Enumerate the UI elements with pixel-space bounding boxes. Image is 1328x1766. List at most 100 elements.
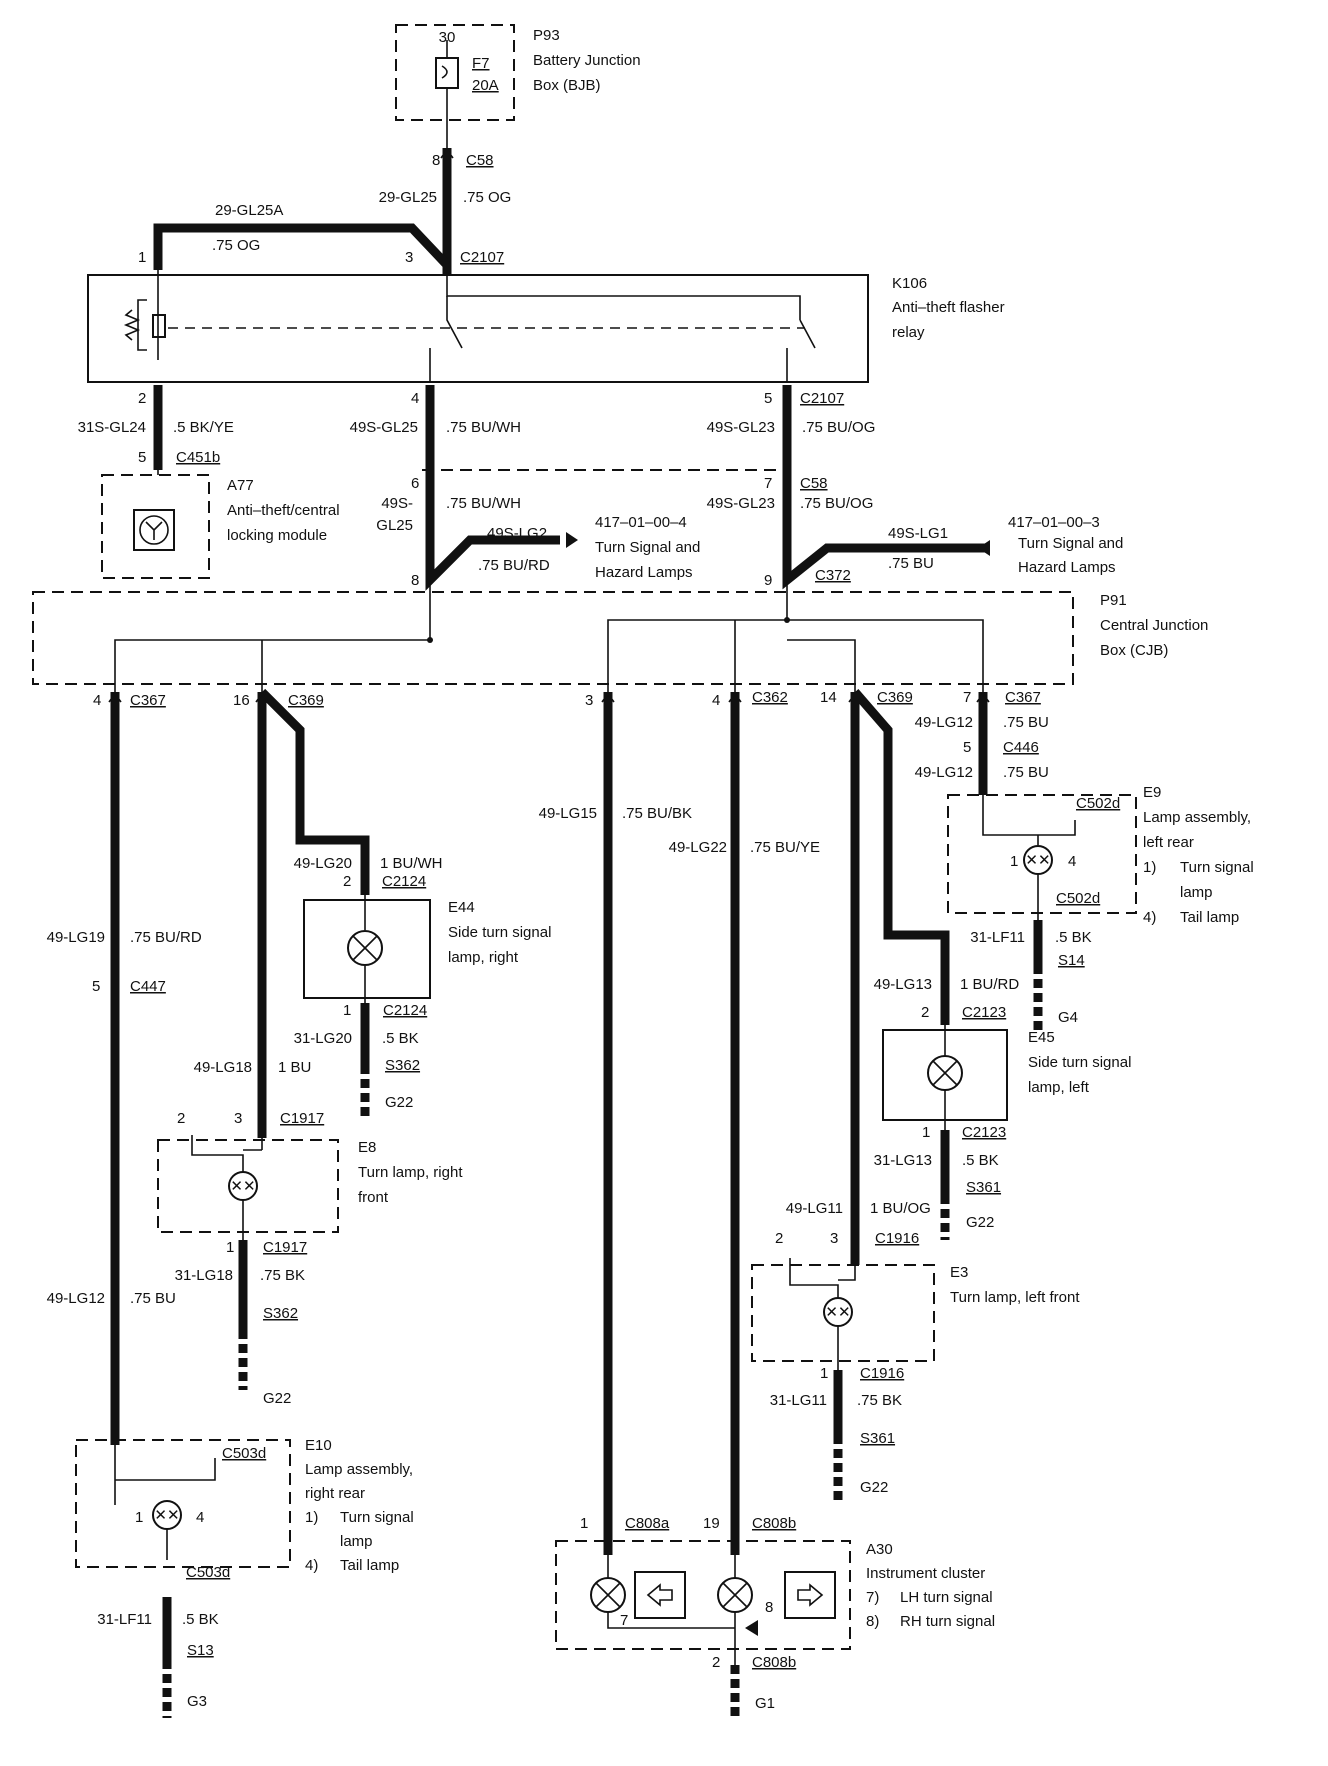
component-ref: E10 <box>305 1437 332 1454</box>
list-item: lamp <box>1180 884 1213 901</box>
component-ref: K106 <box>892 275 927 292</box>
e45-side-turn-lamp-left: E45 Side turn signal lamp, left <box>882 1025 1131 1130</box>
pin-label: 5 <box>963 739 971 756</box>
ground-label: G22 <box>385 1094 413 1111</box>
circuit-label: 49S-GL25 <box>350 419 418 436</box>
list-item: Tail lamp <box>340 1557 399 1574</box>
connector-label: C502d <box>1076 795 1120 812</box>
svg-text:✕✕: ✕✕ <box>825 1304 850 1321</box>
ground-label: G1 <box>755 1695 775 1712</box>
pin-label: 3 <box>585 692 593 709</box>
component-label: locking module <box>227 527 327 544</box>
circuit-label: GL25 <box>376 517 413 534</box>
component-ref: E45 <box>1028 1029 1055 1046</box>
connector-label: C372 <box>815 567 851 584</box>
ground-label: G22 <box>263 1390 291 1407</box>
component-ref: A77 <box>227 477 254 494</box>
circuit-label: 49-LG12 <box>915 714 973 731</box>
wire-49s-gl25 <box>425 385 560 591</box>
component-label: Turn lamp, right <box>358 1164 463 1181</box>
offpage-label: Turn Signal and <box>1018 535 1123 552</box>
list-item: LH turn signal <box>900 1589 993 1606</box>
e10-right-rear-lamp-assembly: ✕✕ C503d 1 4 C503d E10 Lamp assembly, ri… <box>75 1437 414 1581</box>
pin-label: 2 <box>712 1654 720 1671</box>
component-label: Side turn signal <box>1028 1054 1131 1071</box>
connector-label: C503d <box>222 1445 266 1462</box>
connector-label: C808b <box>752 1515 796 1532</box>
ground-label: G22 <box>966 1214 994 1231</box>
connector-label: C502d <box>1056 890 1100 907</box>
circuit-label: 49S-LG1 <box>888 525 948 542</box>
component-label: Box (BJB) <box>533 77 601 94</box>
list-number: 7) <box>866 1589 879 1606</box>
circuit-label: 49-LG12 <box>47 1290 105 1307</box>
connector-label: C1917 <box>280 1110 324 1127</box>
component-label: Side turn signal <box>448 924 551 941</box>
pin-label: 2 <box>177 1110 185 1127</box>
pin-label: 1 <box>1010 853 1018 870</box>
wire-size-label: .5 BK <box>1055 929 1092 946</box>
connector-label: C503d <box>186 1564 230 1581</box>
pin-label: 4 <box>411 390 419 407</box>
connector-label: C2107 <box>460 249 504 266</box>
wire-size-label: 1 BU/RD <box>960 976 1019 993</box>
pin-label: 7 <box>620 1612 628 1629</box>
e3-turn-lamp-left-front: ✕✕ E3 Turn lamp, left front <box>751 1258 1080 1370</box>
circuit-label: 49-LG19 <box>47 929 105 946</box>
circuit-label: 49-LG20 <box>294 855 352 872</box>
ground-label: G22 <box>860 1479 888 1496</box>
component-label: Anti–theft/central <box>227 502 340 519</box>
connector-label: C2124 <box>382 873 426 890</box>
circuit-label: 31S-GL24 <box>78 419 146 436</box>
offpage-ref: 417–01–00–4 <box>595 514 687 531</box>
component-label: Lamp assembly, <box>1143 809 1251 826</box>
component-ref: P93 <box>533 27 560 44</box>
pin-label: 3 <box>405 249 413 266</box>
splice-label: S13 <box>187 1642 214 1659</box>
wire-size-label: .5 BK/YE <box>173 419 234 436</box>
pin-label: 30 <box>439 29 456 46</box>
wire-49s-gl23 <box>782 385 985 590</box>
list-number: 4) <box>305 1557 318 1574</box>
component-label: front <box>358 1189 389 1206</box>
circuit-label: 31-LF11 <box>970 929 1025 946</box>
component-ref: E3 <box>950 1264 968 1281</box>
wire-49-lg20 <box>258 688 370 895</box>
ground-label: G4 <box>1058 1009 1078 1026</box>
component-label: lamp, right <box>448 949 519 966</box>
circuit-label: 31-LG11 <box>770 1392 827 1409</box>
splice-label: S361 <box>860 1430 895 1447</box>
e8-turn-lamp-right-front: ✕✕ E8 Turn lamp, right front <box>157 1135 463 1240</box>
wire-size-label: 1 BU <box>278 1059 311 1076</box>
wire-size-label: .75 BU/OG <box>802 419 875 436</box>
offpage-label: Hazard Lamps <box>1018 559 1116 576</box>
p91-central-junction-box: P91 Central Junction Box (CJB) <box>32 580 1208 692</box>
component-label: relay <box>892 324 925 341</box>
splice-label: S14 <box>1058 952 1085 969</box>
component-label: Instrument cluster <box>866 1565 985 1582</box>
connector-label: C2123 <box>962 1004 1006 1021</box>
component-ref: E44 <box>448 899 475 916</box>
circuit-label: 29-GL25A <box>215 202 283 219</box>
wire-size-label: .5 BK <box>182 1611 219 1628</box>
component-ref: P91 <box>1100 592 1127 609</box>
pin-label: 2 <box>343 873 351 890</box>
wire-size-label: .75 BK <box>857 1392 902 1409</box>
pin-label: 19 <box>703 1515 720 1532</box>
a77-locking-module: A77 Anti–theft/central locking module <box>101 470 340 579</box>
connector-label: C446 <box>1003 739 1039 756</box>
component-ref: E9 <box>1143 784 1161 801</box>
svg-text:✕✕: ✕✕ <box>154 1507 179 1524</box>
svg-text:✕✕: ✕✕ <box>230 1178 255 1195</box>
svg-text:✕✕: ✕✕ <box>1025 852 1050 869</box>
pin-label: 16 <box>233 692 250 709</box>
wire-size-label: .75 BU <box>1003 764 1049 781</box>
connector-label: C451b <box>176 449 220 466</box>
list-number: 1) <box>1143 859 1156 876</box>
pin-label: 1 <box>922 1124 930 1141</box>
pin-label: 1 <box>226 1239 234 1256</box>
list-number: 4) <box>1143 909 1156 926</box>
fuse-label: F7 <box>472 55 490 72</box>
connector-label: C2124 <box>383 1002 427 1019</box>
